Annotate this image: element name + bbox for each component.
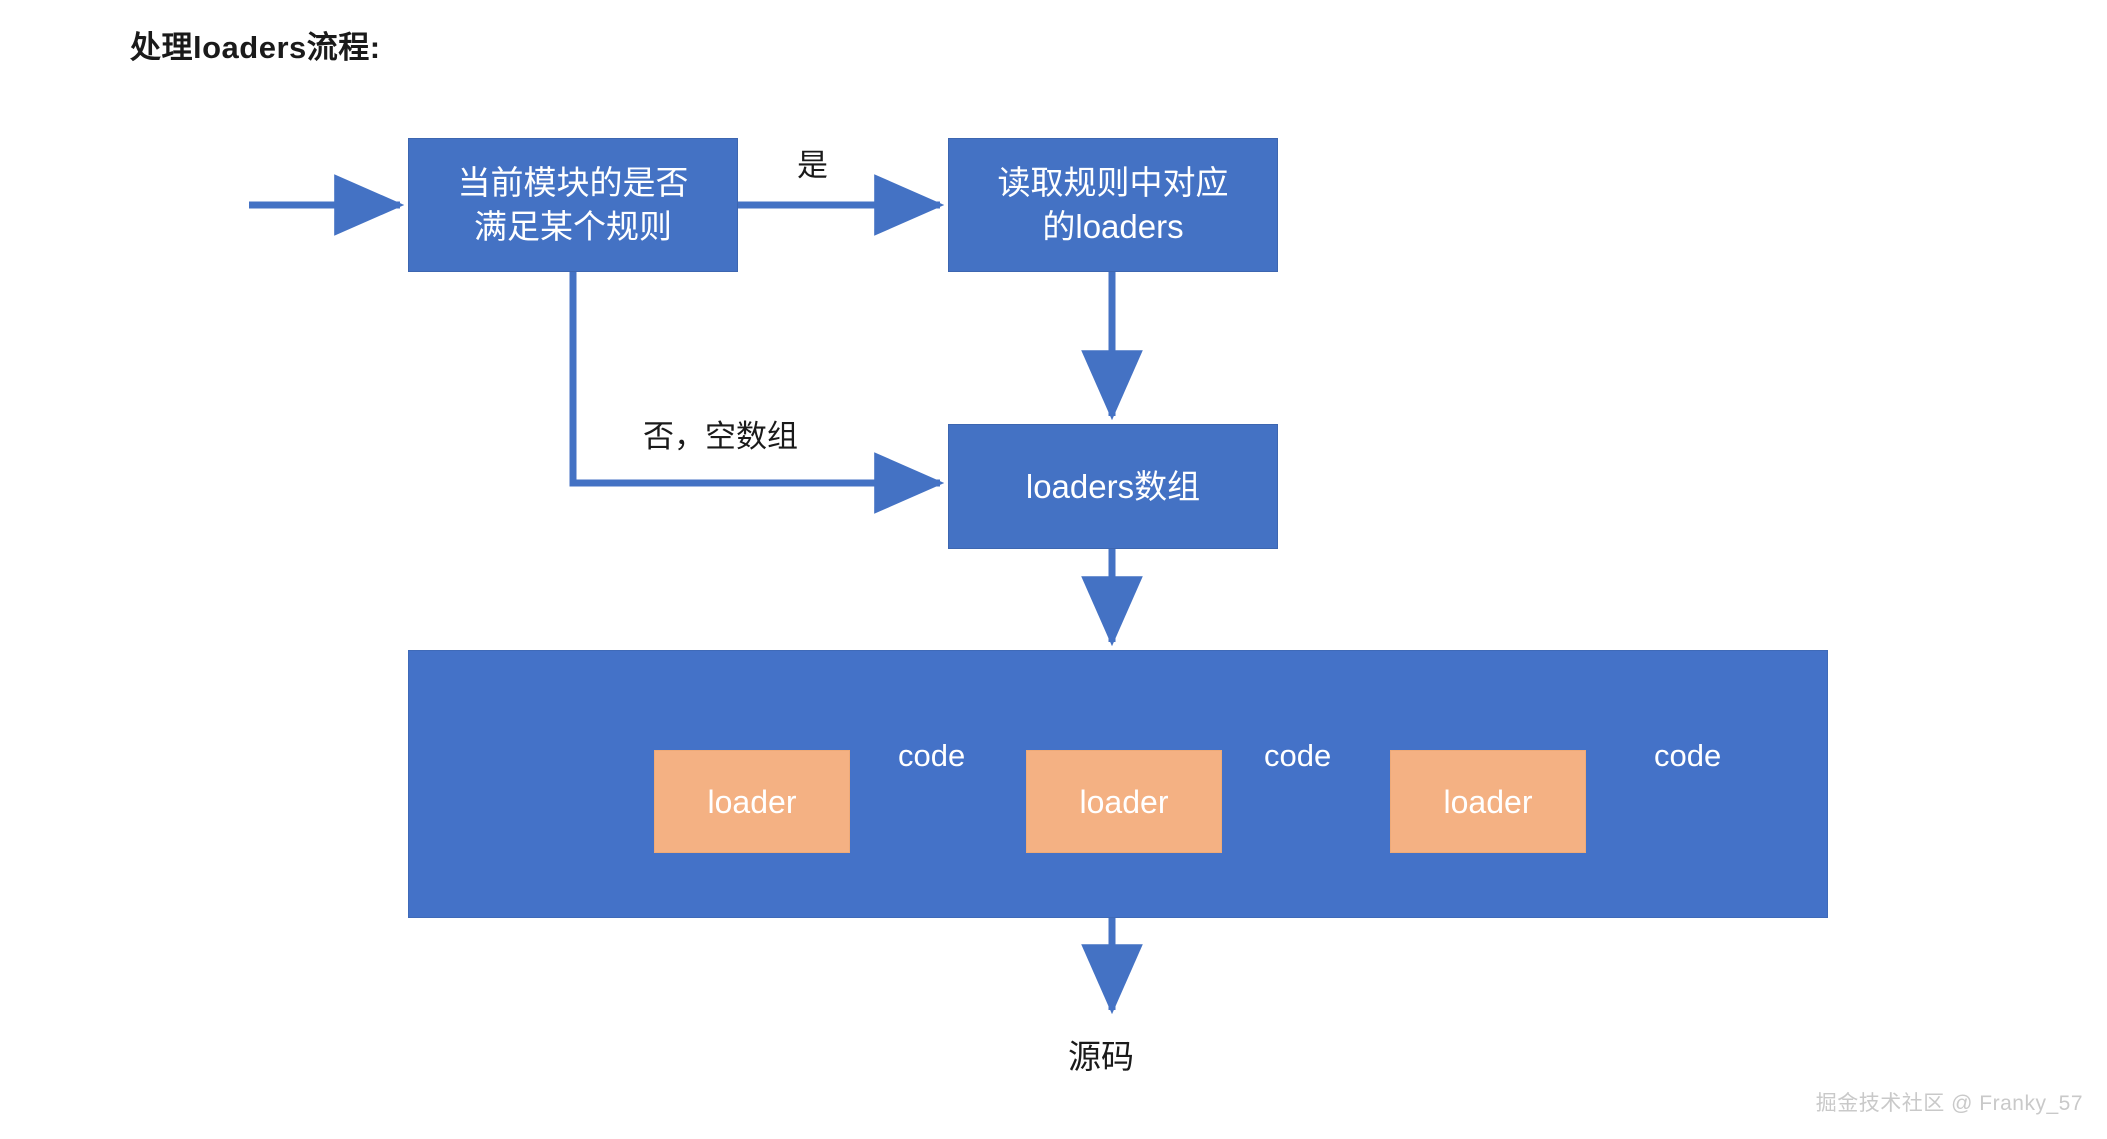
page-title: 处理loaders流程: [130,30,381,65]
node-read-rule-line2: 的loaders [1042,208,1184,245]
code-label-1: code [898,738,966,773]
loader-box-1-label: loader [707,783,797,820]
node-condition-line1: 当前模块的是否 [457,164,689,202]
loader-box-3-label: loader [1443,783,1533,820]
loader-box-2[interactable]: loader [1026,750,1222,853]
code-label-3: code [1654,738,1722,773]
loader-box-2-label: loader [1079,783,1169,820]
node-read-rule-line1: 读取规则中对应 [997,164,1229,202]
node-loaders-array[interactable]: loaders数组 [948,424,1278,549]
edge-label-yes: 是 [797,148,828,183]
output-label-source-code: 源码 [1068,1038,1134,1075]
loader-box-1[interactable]: loader [654,750,850,853]
code-label-2: code [1264,738,1332,773]
loader-box-3[interactable]: loader [1390,750,1586,853]
node-read-rule[interactable]: 读取规则中对应 的loaders [948,138,1278,272]
node-loaders-array-label: loaders数组 [1025,467,1201,505]
edge-label-no-empty-array: 否，空数组 [643,419,798,454]
watermark: 掘金技术社区 @ Franky_57 [1815,1092,2083,1115]
node-condition[interactable]: 当前模块的是否 满足某个规则 [408,138,738,272]
node-condition-line2: 满足某个规则 [474,208,672,245]
